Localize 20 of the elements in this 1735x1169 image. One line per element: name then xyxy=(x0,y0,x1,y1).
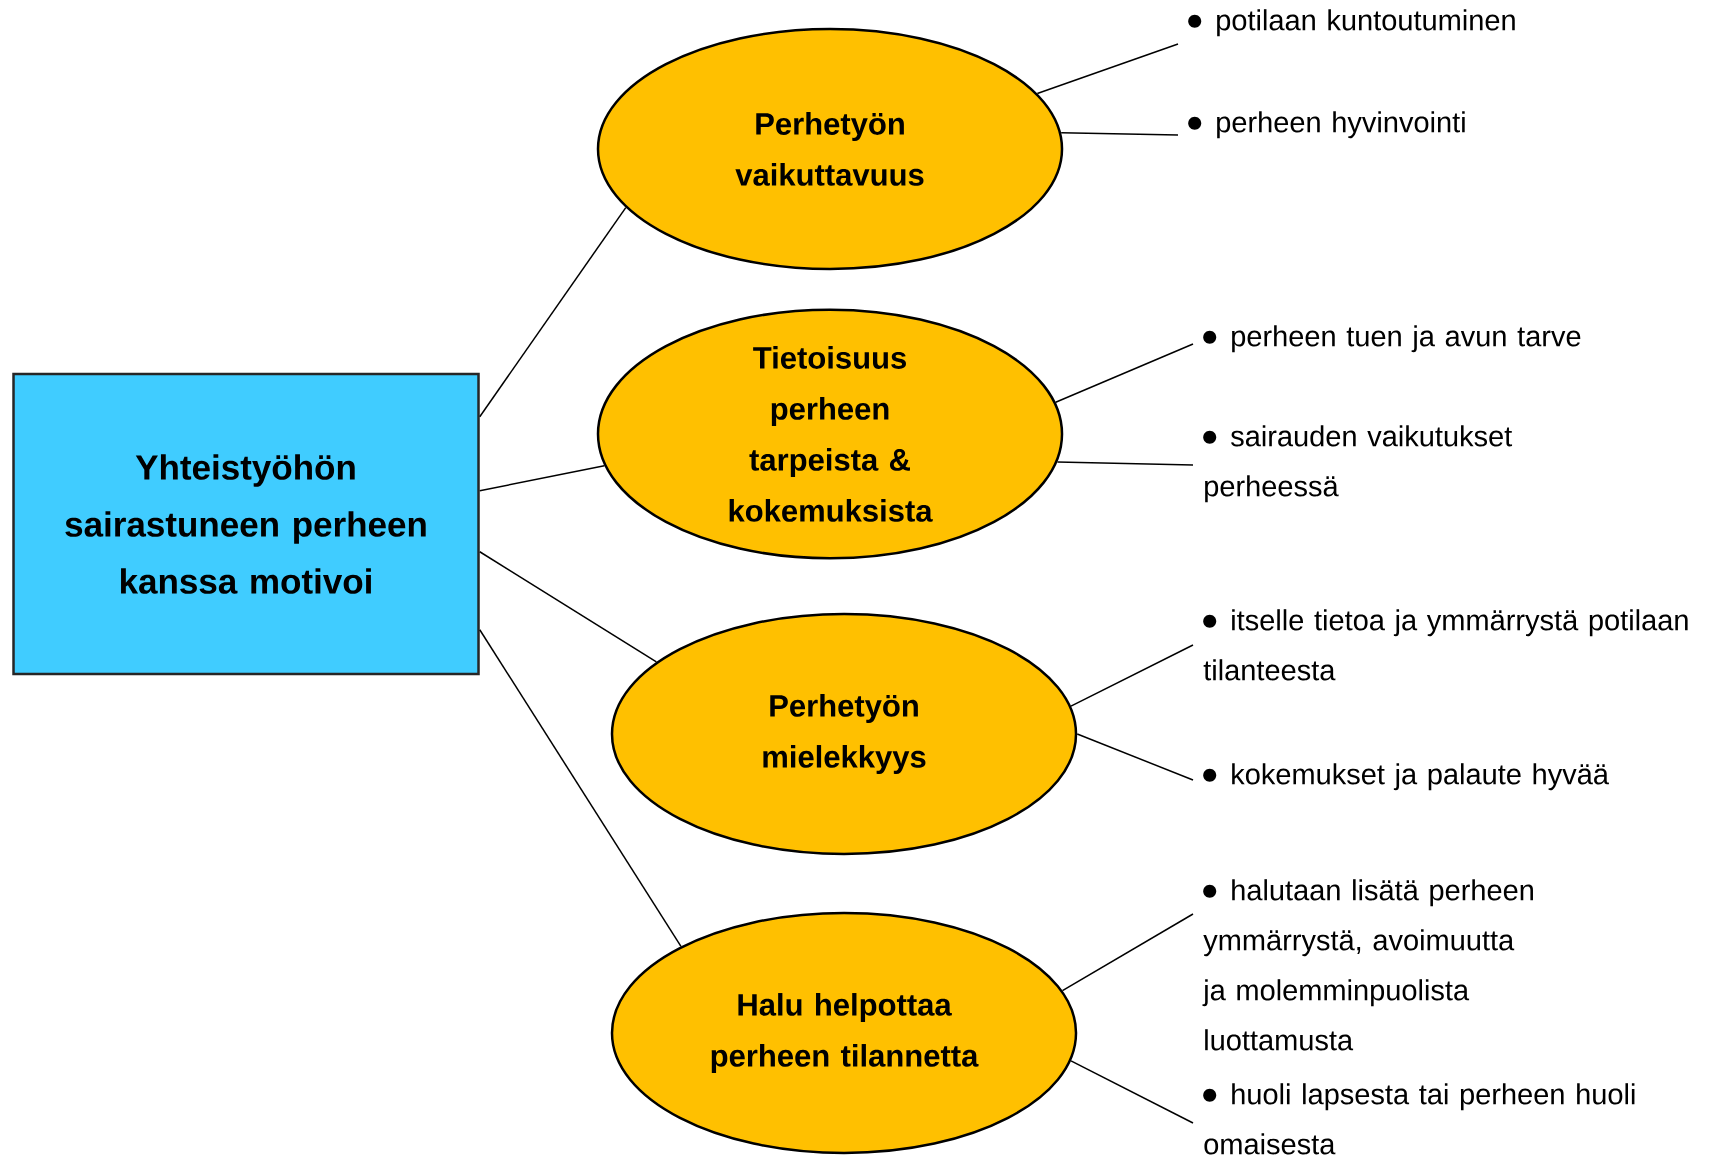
connector-line xyxy=(1070,644,1194,707)
connector-line xyxy=(1054,343,1194,404)
connector-line xyxy=(1061,913,1194,992)
bullet-text: kokemukset ja palaute hyvää xyxy=(1203,763,1609,791)
connector-line xyxy=(479,629,682,948)
bullet-text: itselle tietoa ja ymmärrystä potilaan tilanteesta xyxy=(1203,609,1688,681)
bullet-text: huoli lapsesta tai perheen huoli omaisesta xyxy=(1203,1083,1635,1155)
connector-line xyxy=(1056,461,1194,466)
bullet-text: potilaan kuntoutuminen xyxy=(1188,9,1515,37)
bullet-text: perheen tuen ja avun tarve xyxy=(1203,325,1581,353)
connector-line xyxy=(1076,733,1194,781)
connector-line xyxy=(479,206,627,418)
connector-line xyxy=(1070,1060,1194,1124)
bullet-text: perheen hyvinvointi xyxy=(1188,111,1465,139)
connector-line xyxy=(1036,43,1179,95)
topic-box: Yhteistyöhön sairastuneen perheen kanssa motivoi xyxy=(12,372,480,676)
connector-line xyxy=(1060,132,1179,136)
bullet-text: sairauden vaikutukset perheessä xyxy=(1203,425,1513,503)
connector-line xyxy=(479,464,606,492)
connector-line xyxy=(479,551,658,663)
